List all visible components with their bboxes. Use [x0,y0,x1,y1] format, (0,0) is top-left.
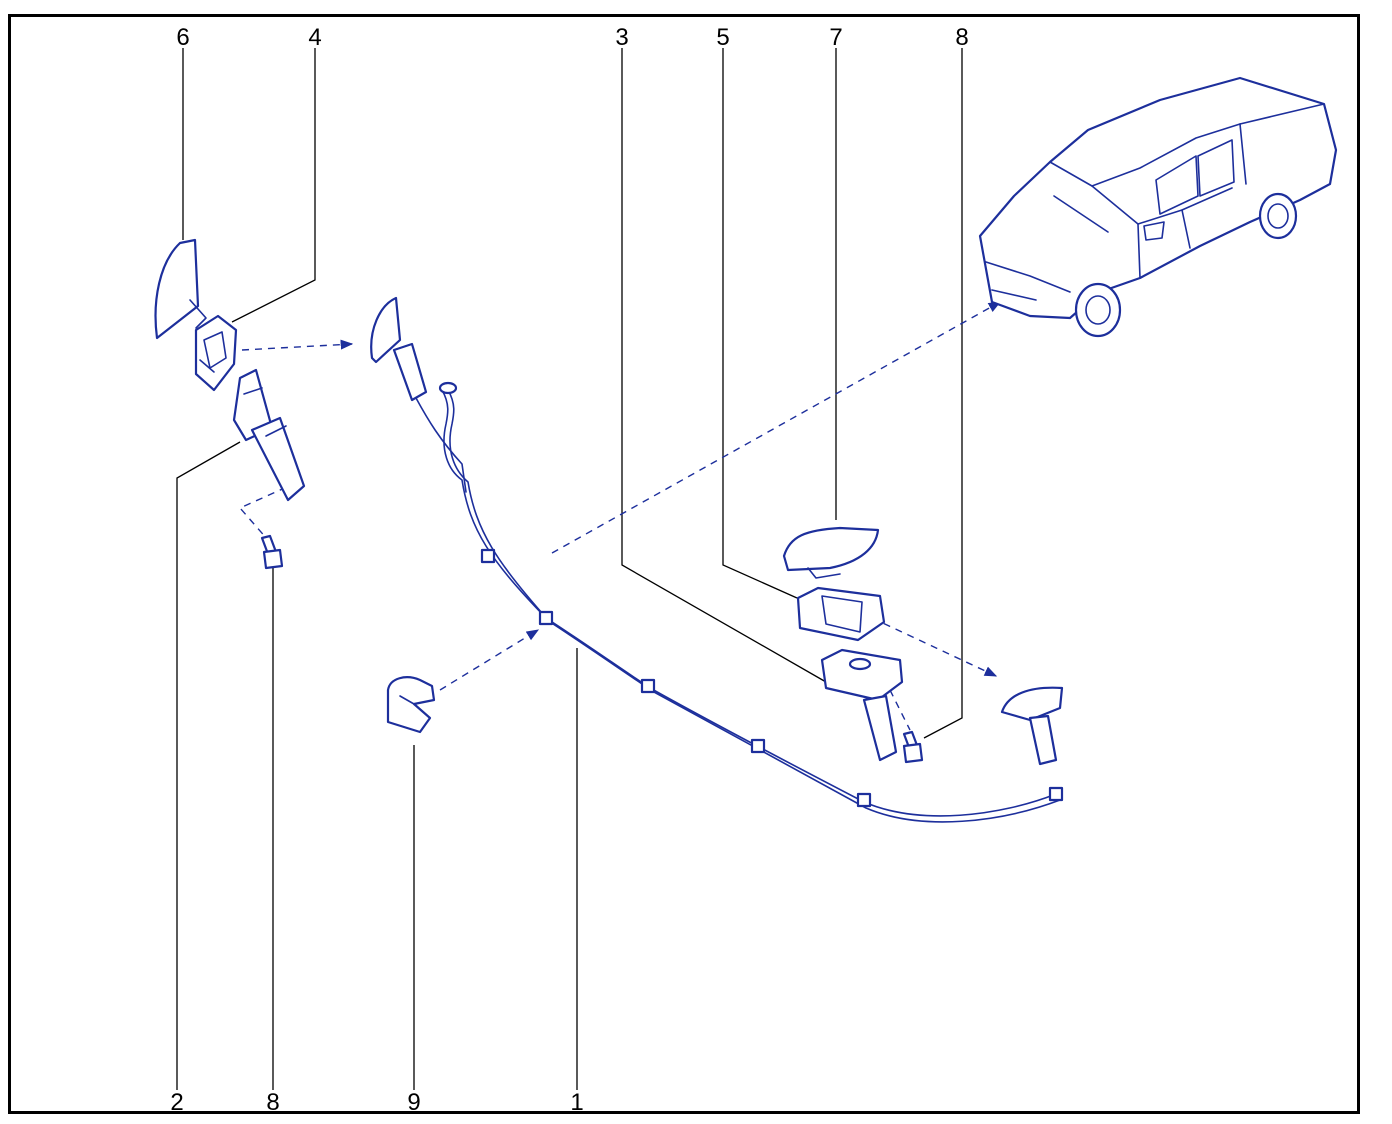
callout-top-5: 5 [716,24,730,51]
callout-top-4: 4 [308,24,322,51]
callout-top-3: 3 [615,24,629,51]
leader-8-top [923,48,963,739]
assembly-arrows [238,301,1002,731]
bolt-left [260,534,284,570]
washer-cover-right [782,526,880,579]
hose-clip [386,676,436,734]
bolt-axis-left [238,481,299,541]
bolt-axis-right [889,689,911,731]
arrow-bracket-to-right-nozzle [871,617,998,677]
callout-bottom-9: 9 [407,1089,421,1116]
washer-hose [415,381,1064,823]
leader-4 [231,48,316,323]
leader-3 [621,48,827,683]
callout-top-8: 8 [955,24,969,51]
bracket-left [194,314,238,392]
washer-cover-left [154,238,207,340]
washer-nozzle-far-right [1000,686,1064,766]
callout-bottom-8: 8 [266,1089,280,1116]
bracket-right [796,586,886,642]
washer-nozzle-center [370,296,428,402]
washer-nozzle-right [820,648,904,762]
leader-2 [176,441,241,1090]
callout-top-7: 7 [829,24,843,51]
leader-5 [722,48,798,599]
leader-lines [176,48,963,1090]
washer-nozzle-left [232,368,306,502]
callout-bottom-2: 2 [170,1089,184,1116]
callout-top-6: 6 [176,24,190,51]
arrow-clip-to-hose [439,629,540,691]
pickup-truck-icon [978,76,1338,338]
bolt-right [902,730,924,764]
arrow-bracket-to-nozzle [241,339,354,351]
arrow-to-vehicle [551,301,1002,554]
callout-bottom-1: 1 [570,1089,584,1116]
